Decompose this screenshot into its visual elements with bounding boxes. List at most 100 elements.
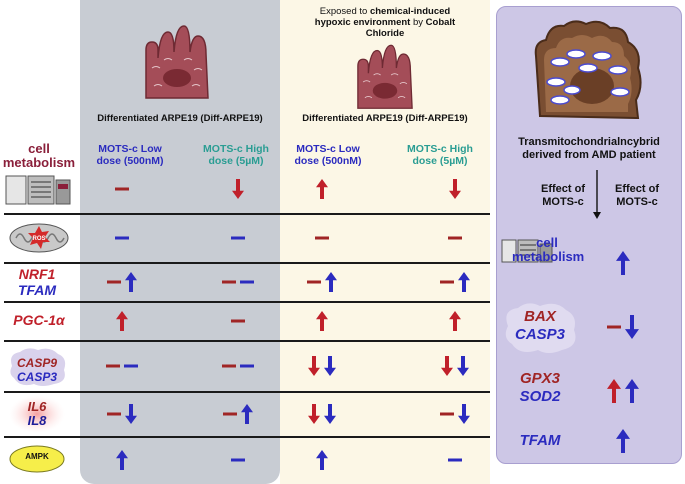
dash-red-icon [231,319,245,323]
dash-red-icon [115,187,129,191]
down-red-arrow-icon [308,355,320,376]
effect-cell [208,447,268,473]
row-divider [4,340,490,342]
effect-cell [292,308,352,334]
up-red-arrow-icon [316,310,328,331]
row-divider [4,301,490,303]
row-divider [4,262,490,264]
ellipse-icon [9,445,65,473]
down-red-arrow-icon [308,403,320,424]
effect-cell [425,176,485,202]
dash-red-icon [107,280,121,284]
down-blue-arrow-icon [457,355,469,376]
up-blue-arrow-icon [116,449,128,470]
up-red-arrow-icon [316,178,328,199]
effect-cell [292,447,352,473]
row-divider [4,391,490,393]
dash-blue-icon [231,458,245,462]
effect-cell [92,401,152,427]
up-red-arrow-icon [116,310,128,331]
dash-blue-icon [231,236,245,240]
dash-red-icon [222,280,236,284]
dash-red-icon [307,280,321,284]
right-effect-cell [588,426,658,456]
up-blue-arrow-icon [241,403,253,424]
effect-cell [425,225,485,251]
right-effect-cell [588,376,658,406]
up-blue-arrow-icon [316,449,328,470]
effect-cell [292,353,352,379]
down-blue-arrow-icon [125,403,137,424]
row-divider [4,213,490,215]
right-label-tfam: TFAM [519,432,561,449]
effect-cell [425,353,485,379]
effect-cell [425,401,485,427]
blob-icon-right [505,303,576,353]
effect-cell [208,353,268,379]
down-red-arrow-icon [449,178,461,199]
down-red-arrow-icon [232,178,244,199]
dash-red-icon [440,412,454,416]
dash-blue-icon [240,280,254,284]
effect-cell [208,225,268,251]
row-label-ampk: AMPK [25,452,49,461]
dash-red-icon [315,236,329,240]
right-effect-cell [588,248,658,278]
down-blue-arrow-icon [458,403,470,424]
dash-red-icon [607,325,621,329]
rpe-cell-icon [145,25,209,99]
row-label-pgc1a: PGC-1α [13,312,65,328]
up-blue-arrow-icon [458,271,470,292]
effect-cell [92,269,152,295]
cell-caption-right: Differentiated ARPE19 (Diff-ARPE19) [302,113,468,124]
mitochondria-icon: ROS [9,223,69,253]
glow-icon [9,395,65,433]
down-red-arrow-icon [441,355,453,376]
effect-cell [208,308,268,334]
down-blue-arrow-icon [625,314,639,339]
up-red-arrow-icon [449,310,461,331]
dash-blue-icon [240,364,254,368]
up-blue-arrow-icon [125,271,137,292]
down-arrow-thin-icon [593,170,601,219]
dash-blue-icon [448,458,462,462]
dash-red-icon [448,236,462,240]
exposure-caption: Exposed to chemical-induced hypoxic envi… [314,6,456,39]
effect-cell [292,176,352,202]
server-icon [5,175,71,205]
effect-cell [292,225,352,251]
effect-cell [92,308,152,334]
effect-cell [208,401,268,427]
down-blue-arrow-icon [324,355,336,376]
up-blue-arrow-icon [616,428,630,453]
effect-cell [425,447,485,473]
cell-caption-left: Differentiated ARPE19 (Diff-ARPE19) [97,113,263,124]
dash-blue-icon [115,236,129,240]
effect-cell [292,269,352,295]
blob-icon [10,348,66,386]
dash-red-icon [440,280,454,284]
dash-blue-icon [124,364,138,368]
up-blue-arrow-icon [616,250,630,275]
row-divider [4,436,490,438]
down-blue-arrow-icon [324,403,336,424]
dash-red-icon [223,412,237,416]
effect-cell [92,176,152,202]
dash-red-icon [106,364,120,368]
effect-cell [92,447,152,473]
effect-cell [208,269,268,295]
up-blue-arrow-icon [625,378,639,403]
dash-red-icon [107,412,121,416]
effect-cell [208,176,268,202]
